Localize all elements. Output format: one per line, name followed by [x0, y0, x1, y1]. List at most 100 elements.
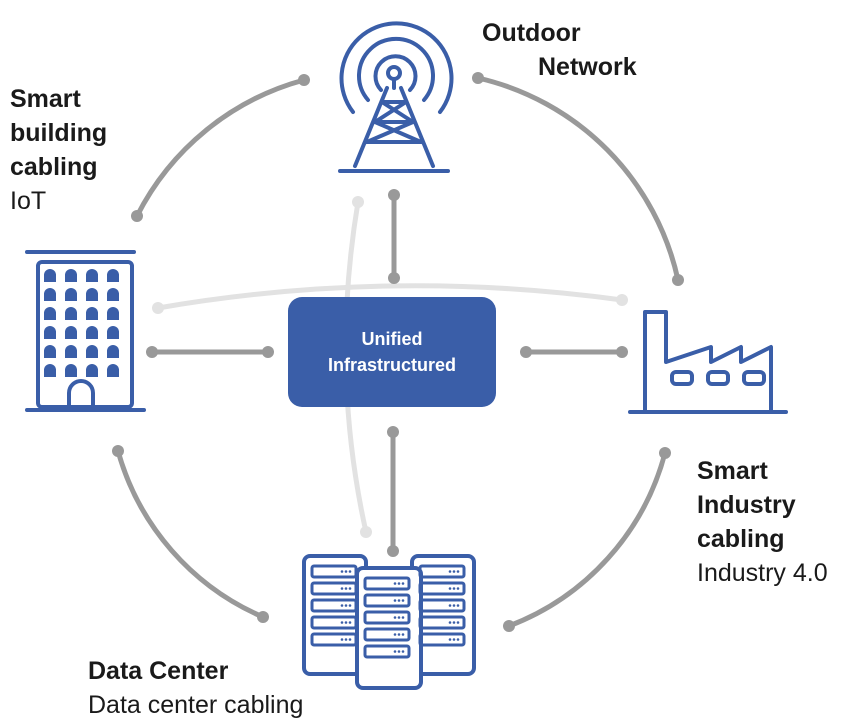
server-led: [340, 587, 344, 590]
server-led: [393, 582, 397, 585]
server-led: [348, 587, 352, 590]
building-window-icon: [65, 269, 77, 282]
datacenter-title: Data Center: [88, 657, 229, 685]
server-led: [344, 621, 348, 624]
building-window-icon: [65, 326, 77, 339]
faint-arc-building-factory: [155, 283, 625, 311]
server-led: [397, 616, 401, 619]
server-led: [456, 638, 460, 641]
server-led: [401, 650, 405, 653]
server-led: [397, 650, 401, 653]
unified-infrastructure-hub: Unified Infrastructured: [288, 297, 496, 407]
server-slot: [363, 593, 411, 608]
arc-building-datacenter: [115, 448, 266, 620]
building-window-icon: [44, 326, 56, 339]
building-window-icon: [86, 307, 98, 320]
server-led: [456, 570, 460, 573]
server-led: [393, 650, 397, 653]
server-slot: [418, 581, 466, 596]
server-slot: [310, 564, 358, 579]
outer-arc-dots: [112, 72, 684, 632]
building-window-icon: [86, 269, 98, 282]
server-led: [452, 570, 456, 573]
building-window-icon: [65, 288, 77, 301]
server-led: [456, 621, 460, 624]
server-slot-dots: [340, 570, 460, 653]
building-window-icon: [86, 288, 98, 301]
server-slot: [363, 627, 411, 642]
datacenter-sub: Data center cabling: [88, 691, 304, 719]
server-led: [456, 604, 460, 607]
server-led: [397, 633, 401, 636]
server-led: [344, 587, 348, 590]
building-window-icon: [86, 364, 98, 377]
server-led: [393, 616, 397, 619]
server-led: [344, 638, 348, 641]
server-led: [448, 604, 452, 607]
server-led: [401, 582, 405, 585]
server-led: [344, 604, 348, 607]
outdoor-network-label: Outdoor Network: [482, 16, 637, 84]
spokes: [149, 192, 625, 554]
industry-line-2: Industry: [697, 491, 796, 519]
server-led: [452, 621, 456, 624]
server-led: [448, 587, 452, 590]
building-window-icon: [107, 307, 119, 320]
server-led: [452, 604, 456, 607]
building-line-3: cabling: [10, 153, 98, 181]
building-window-icon: [86, 326, 98, 339]
industry-line-1: Smart: [697, 457, 768, 485]
server-led: [456, 587, 460, 590]
outdoor-line-2: Network: [538, 53, 637, 81]
server-led: [448, 638, 452, 641]
server-slot: [418, 564, 466, 579]
faint-dots: [152, 196, 628, 538]
building-window-icon: [65, 345, 77, 358]
antenna-tower-icon: [338, 21, 454, 173]
building-window-icon: [107, 269, 119, 282]
industry-line-3: cabling: [697, 525, 785, 553]
building-window-icon: [107, 345, 119, 358]
server-led: [340, 604, 344, 607]
arc-tower-factory: [475, 75, 681, 283]
smart-industry-label: Smart Industry cabling Industry 4.0: [697, 454, 828, 590]
building-line-2: building: [10, 119, 108, 147]
building-window-icon: [44, 269, 56, 282]
server-slot: [418, 615, 466, 630]
building-window-icon: [107, 364, 119, 377]
server-slots: [310, 564, 466, 659]
server-slot: [310, 581, 358, 596]
hub-line-2: Infrastructured: [327, 355, 457, 375]
arc-building-tower: [134, 77, 307, 219]
outdoor-line-1: Outdoor: [482, 19, 581, 47]
server-led: [401, 599, 405, 602]
arc-factory-datacenter: [506, 450, 668, 629]
server-led: [340, 621, 344, 624]
building-window-icon: [44, 364, 56, 377]
server-led: [397, 582, 401, 585]
building-window-icon: [107, 288, 119, 301]
building-window-icon: [65, 307, 77, 320]
server-led: [452, 638, 456, 641]
spoke-dots: [146, 189, 628, 557]
server-slot: [363, 576, 411, 591]
server-led: [393, 633, 397, 636]
server-led: [452, 587, 456, 590]
smart-building-label: Smart building cabling IoT: [10, 82, 107, 218]
server-led: [401, 633, 405, 636]
server-led: [348, 638, 352, 641]
server-led: [393, 599, 397, 602]
server-led: [448, 621, 452, 624]
building-window-icon: [44, 307, 56, 320]
building-window-icon: [107, 326, 119, 339]
factory-icon: [628, 310, 788, 414]
server-slot: [418, 598, 466, 613]
server-slot: [363, 644, 411, 659]
server-led: [397, 599, 401, 602]
office-building-icon: [25, 250, 146, 412]
server-led: [348, 621, 352, 624]
server-led: [340, 570, 344, 573]
building-window-icon: [44, 288, 56, 301]
building-sub: IoT: [10, 187, 47, 215]
